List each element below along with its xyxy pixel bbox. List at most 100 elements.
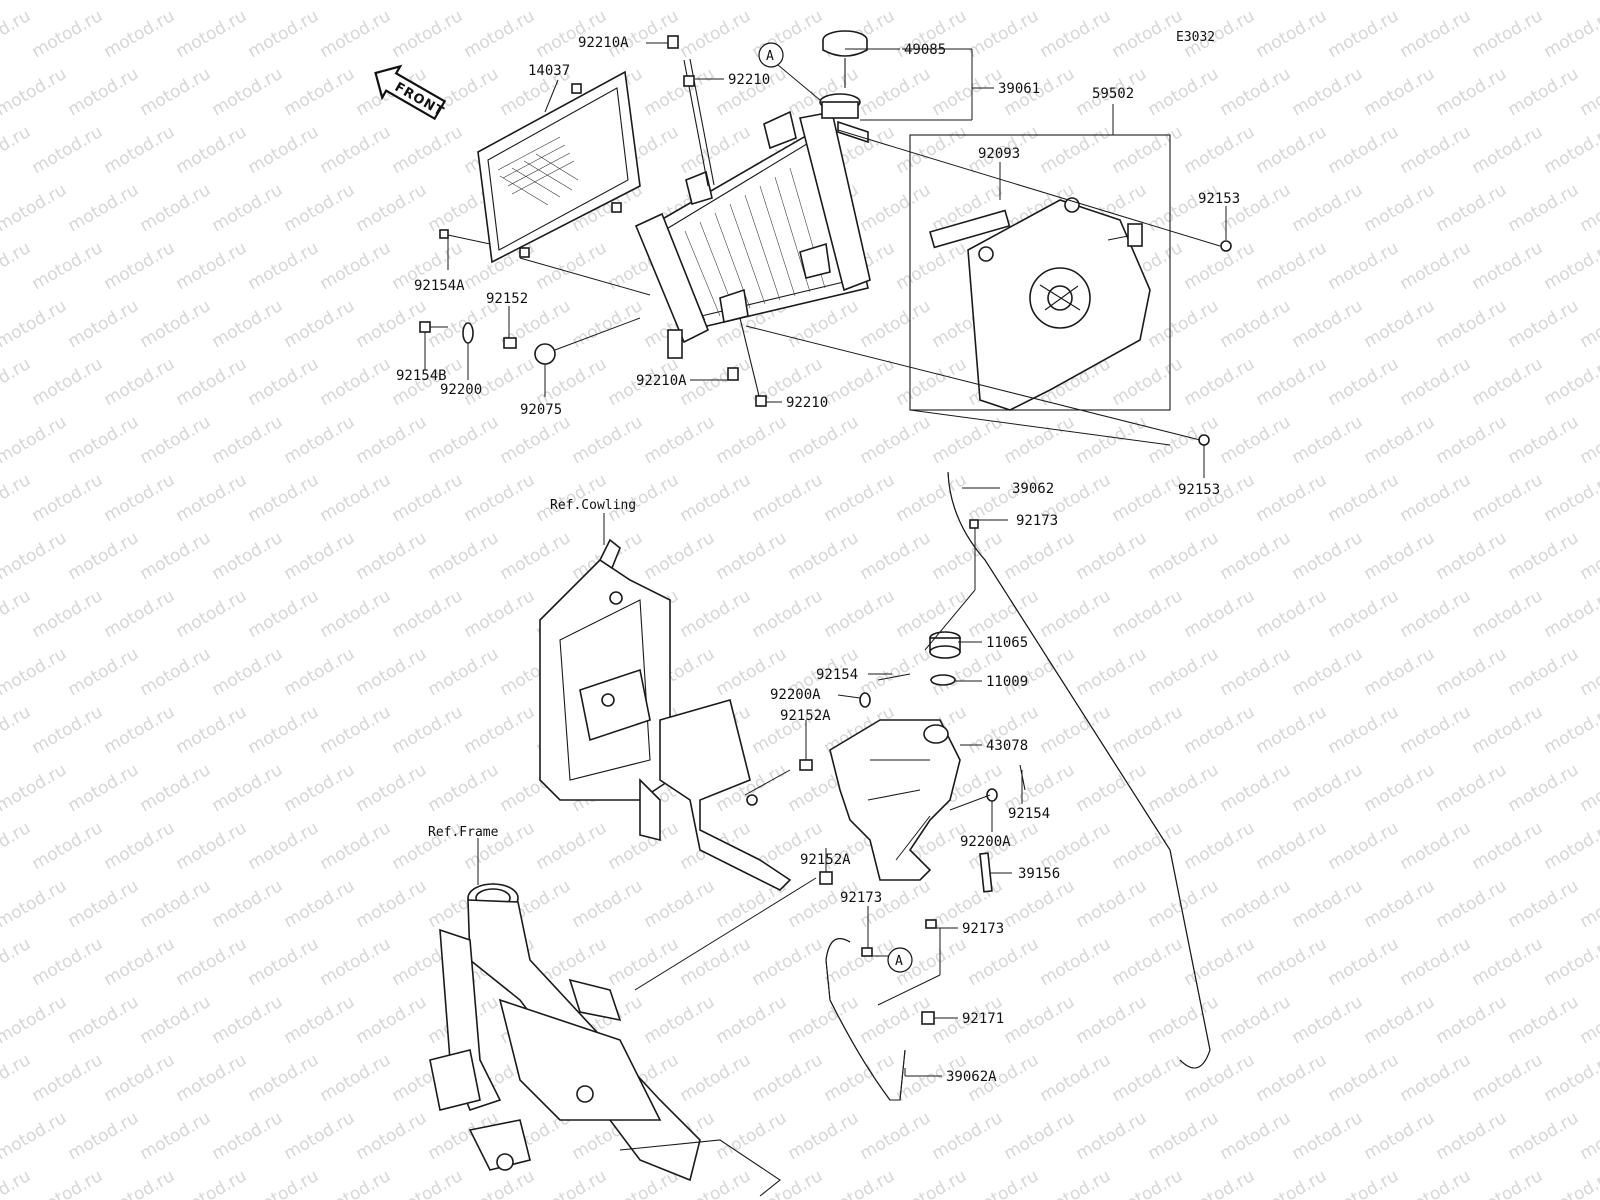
watermark-text: motod.ru	[713, 412, 791, 468]
callout-92173-top: 92173	[1016, 513, 1058, 529]
watermark-text: motod.ru	[389, 6, 467, 62]
watermark-text: motod.ru	[1037, 122, 1115, 178]
watermark-text: motod.ru	[641, 876, 719, 932]
watermark-text: motod.ru	[1145, 296, 1223, 352]
marker-a-bottom: A	[887, 947, 913, 973]
watermark-text: motod.ru	[533, 238, 611, 294]
watermark-text: motod.ru	[821, 1050, 899, 1106]
watermark-text: motod.ru	[0, 64, 70, 120]
watermark-text: motod.ru	[173, 934, 251, 990]
watermark-text: motod.ru	[965, 934, 1043, 990]
watermark-text: motod.ru	[0, 470, 34, 526]
watermark-text: motod.ru	[317, 354, 395, 410]
watermark-text: motod.ru	[101, 6, 179, 62]
watermark-text: motod.ru	[1145, 760, 1223, 816]
watermark-text: motod.ru	[281, 180, 359, 236]
watermark-text: motod.ru	[1289, 644, 1367, 700]
watermark-text: motod.ru	[245, 6, 323, 62]
watermark-text: motod.ru	[1037, 586, 1115, 642]
watermark-text: motod.ru	[1073, 0, 1151, 4]
watermark-text: motod.ru	[1469, 6, 1547, 62]
callout-92152: 92152	[486, 291, 528, 307]
watermark-text: motod.ru	[281, 1108, 359, 1164]
watermark-text: motod.ru	[0, 760, 70, 816]
watermark-text: motod.ru	[893, 354, 971, 410]
watermark-text: motod.ru	[785, 528, 863, 584]
watermark-text: motod.ru	[1361, 64, 1439, 120]
watermark-text: motod.ru	[1325, 818, 1403, 874]
watermark-text: motod.ru	[497, 412, 575, 468]
watermark-text: motod.ru	[1037, 934, 1115, 990]
watermark-text: motod.ru	[1037, 1050, 1115, 1106]
watermark-text: motod.ru	[1037, 6, 1115, 62]
watermark-text: motod.ru	[0, 528, 70, 584]
watermark-text: motod.ru	[965, 1166, 1043, 1200]
watermark-text: motod.ru	[425, 412, 503, 468]
watermark-text: motod.ru	[677, 1050, 755, 1106]
radiator-core-part	[634, 93, 871, 359]
watermark-text: motod.ru	[209, 64, 287, 120]
watermark-text: motod.ru	[389, 586, 467, 642]
watermark-text: motod.ru	[101, 586, 179, 642]
watermark-text: motod.ru	[1397, 1166, 1475, 1200]
watermark-text: motod.ru	[0, 586, 34, 642]
reservoir-tank-part	[799, 471, 1211, 1101]
watermark-text: motod.ru	[1505, 1108, 1583, 1164]
watermark-text: motod.ru	[713, 528, 791, 584]
watermark-text: motod.ru	[173, 238, 251, 294]
callout-39061: 39061	[998, 81, 1040, 97]
watermark-text: motod.ru	[857, 180, 935, 236]
watermark-text: motod.ru	[1397, 6, 1475, 62]
watermark-text: motod.ru	[1001, 528, 1079, 584]
watermark-text: motod.ru	[209, 296, 287, 352]
watermark-text: motod.ru	[137, 0, 215, 4]
watermark-text: motod.ru	[1289, 412, 1367, 468]
watermark-text: motod.ru	[1469, 818, 1547, 874]
callout-11009: 11009	[986, 674, 1028, 690]
watermark-text: motod.ru	[1577, 412, 1600, 468]
watermark-text: motod.ru	[1577, 992, 1600, 1048]
watermark-text: motod.ru	[0, 412, 70, 468]
watermark-text: motod.ru	[65, 760, 143, 816]
watermark-text: motod.ru	[1109, 586, 1187, 642]
watermark-text: motod.ru	[137, 412, 215, 468]
watermark-text: motod.ru	[317, 586, 395, 642]
watermark-text: motod.ru	[425, 760, 503, 816]
watermark-text: motod.ru	[461, 1166, 539, 1200]
watermark-text: motod.ru	[1433, 760, 1511, 816]
watermark-text: motod.ru	[1469, 702, 1547, 758]
watermark-text: motod.ru	[965, 6, 1043, 62]
watermark-text: motod.ru	[1217, 644, 1295, 700]
watermark-text: motod.ru	[1145, 64, 1223, 120]
watermark-text: motod.ru	[1397, 1050, 1475, 1106]
watermark-text: motod.ru	[353, 528, 431, 584]
watermark-text: motod.ru	[1577, 644, 1600, 700]
watermark-text: motod.ru	[1541, 1050, 1600, 1106]
watermark-text: motod.ru	[1433, 0, 1511, 4]
watermark-text: motod.ru	[713, 1108, 791, 1164]
watermark-text: motod.ru	[1289, 1108, 1367, 1164]
watermark-text: motod.ru	[0, 180, 70, 236]
watermark-text: motod.ru	[641, 64, 719, 120]
watermark-text: motod.ru	[1541, 586, 1600, 642]
watermark-text: motod.ru	[137, 644, 215, 700]
part-number-callouts: 92210A 14037 92210 49085 39061 59502 920…	[396, 35, 1240, 1085]
watermark-text: motod.ru	[281, 412, 359, 468]
watermark-text: motod.ru	[317, 1050, 395, 1106]
watermark-text: motod.ru	[893, 586, 971, 642]
watermark-text: motod.ru	[1001, 876, 1079, 932]
watermark-text: motod.ru	[1073, 644, 1151, 700]
watermark-text: motod.ru	[389, 122, 467, 178]
watermark-text: motod.ru	[425, 528, 503, 584]
watermark-text: motod.ru	[929, 1108, 1007, 1164]
watermark-text: motod.ru	[65, 644, 143, 700]
watermark-text: motod.ru	[1577, 296, 1600, 352]
watermark-text: motod.ru	[1361, 876, 1439, 932]
watermark-text: motod.ru	[245, 354, 323, 410]
watermark-text: motod.ru	[1325, 1166, 1403, 1200]
watermark-text: motod.ru	[821, 354, 899, 410]
watermark-text: motod.ru	[29, 238, 107, 294]
watermark-text: motod.ru	[1325, 122, 1403, 178]
watermark-text: motod.ru	[1469, 122, 1547, 178]
